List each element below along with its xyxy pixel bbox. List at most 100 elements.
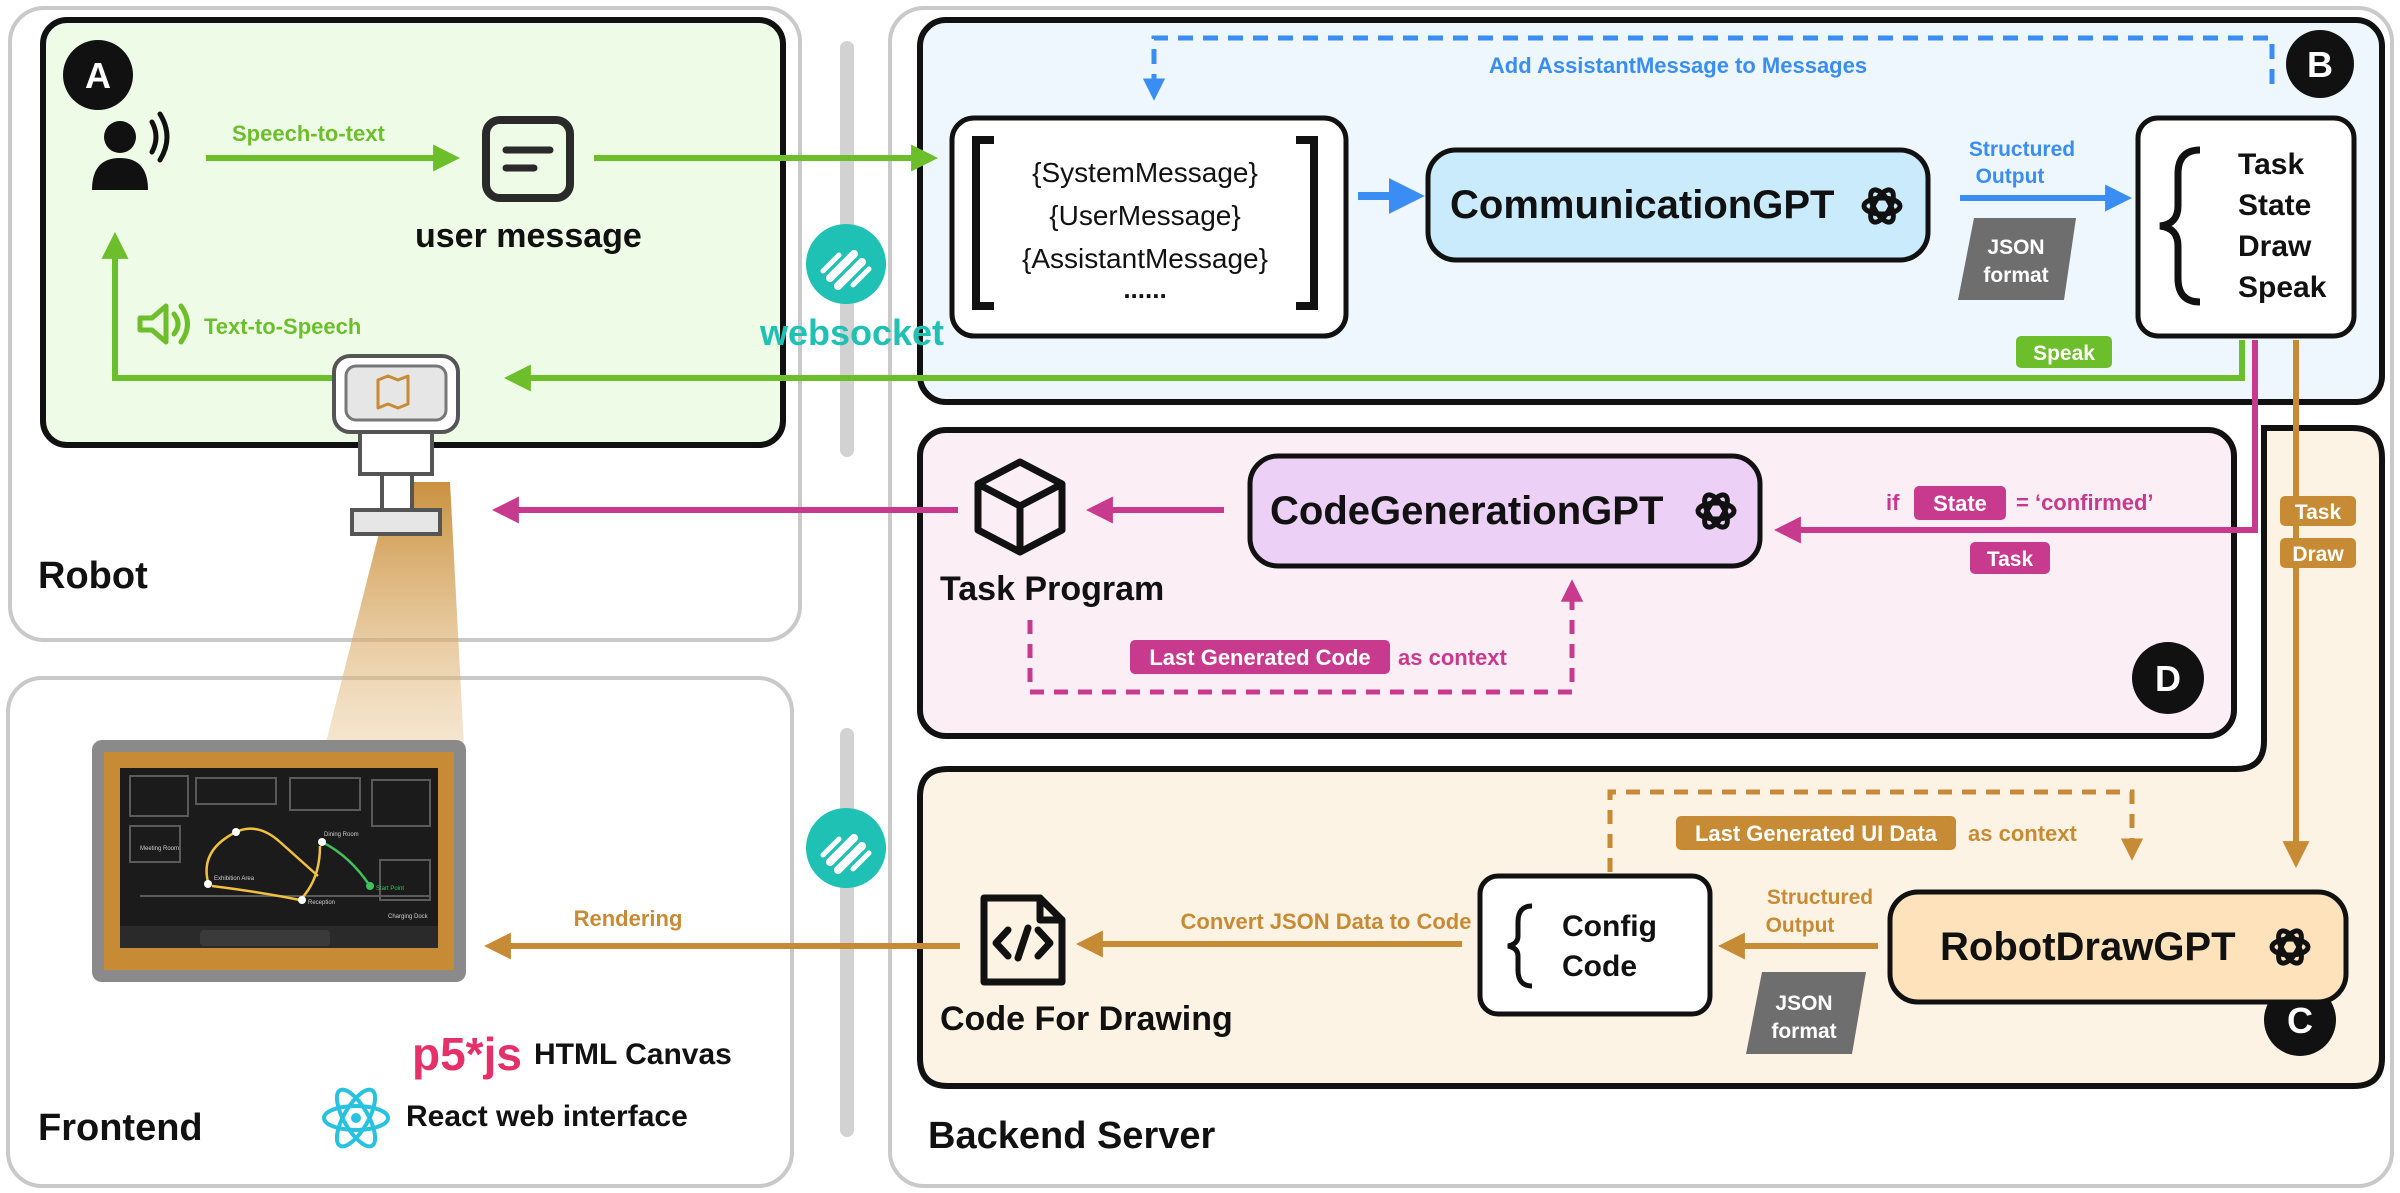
draw-as-context-label: as context — [1968, 821, 2077, 846]
messages-ellipsis: ...... — [1123, 274, 1166, 304]
add-assistant-message-arrow — [1142, 35, 2275, 101]
config-code-box — [1477, 873, 1713, 1017]
user-message-text: {UserMessage} — [1049, 200, 1240, 231]
badge-b-label: B — [2307, 44, 2333, 85]
speak-tag-label: Speak — [2033, 342, 2095, 365]
task-tag-pink — [1970, 542, 2050, 574]
speak-return-arrow — [503, 340, 2245, 392]
config-code-brace — [1507, 903, 1533, 989]
badge-a — [63, 40, 133, 110]
p5js-logo: p5*js — [412, 1028, 522, 1080]
structured-output-keys-box — [2135, 115, 2357, 339]
projected-map-screen: Exhibition Area Reception Charging Dock … — [92, 740, 466, 982]
draw-json-format-line1: JSON — [1775, 992, 1832, 1015]
badge-d-label: D — [2155, 658, 2181, 699]
draw-tag-brown — [2280, 538, 2356, 568]
codegenerationgpt-box — [1247, 453, 1763, 569]
map-label-dining: Dining Room — [324, 832, 359, 838]
output-key-draw: Draw — [2238, 230, 2312, 263]
communicationgpt-box — [1425, 147, 1931, 263]
robotdrawgpt-box — [1887, 889, 2349, 1005]
draw-json-format-line2: format — [1771, 1020, 1836, 1043]
speech-to-text-label: Speech-to-text — [232, 121, 385, 146]
user-message-label: user message — [415, 217, 642, 255]
backend-section-label: Backend Server — [928, 1115, 1215, 1157]
badge-a-label: A — [85, 55, 111, 96]
map-label-exhibition: Exhibition Area — [214, 876, 255, 882]
task-tag-brown — [2280, 496, 2356, 526]
robot-section-label: Robot — [38, 555, 148, 597]
websocket-label: websocket — [759, 312, 944, 353]
comm-json-format-line1: JSON — [1987, 236, 2044, 259]
system-message-text: {SystemMessage} — [1032, 157, 1258, 188]
task-program-label: Task Program — [940, 570, 1164, 608]
last-generated-code-loop — [1027, 579, 1584, 695]
frontend-section-label: Frontend — [38, 1107, 203, 1149]
messages-right-bracket — [1296, 136, 1318, 310]
communicationgpt-label: CommunicationGPT — [1450, 183, 1834, 227]
draw-json-format-tag — [1746, 972, 1866, 1054]
html-canvas-label: HTML Canvas — [534, 1038, 732, 1071]
task-tag-brown-label: Task — [2295, 501, 2342, 524]
comm-json-format-tag — [1958, 218, 2076, 300]
codegenerationgpt-label: CodeGenerationGPT — [1270, 489, 1663, 533]
react-web-interface-label: React web interface — [406, 1100, 688, 1133]
state-to-codegen-arrow — [1773, 340, 2258, 544]
draw-structured-output-line1: Structured — [1767, 886, 1873, 909]
comm-structured-output-line1: Structured — [1969, 138, 2075, 161]
openai-icon-comm — [1861, 187, 1903, 225]
condition-if-text: if — [1886, 490, 1900, 515]
code-file-icon — [980, 894, 1066, 986]
config-line: Config — [1562, 910, 1657, 943]
task-program-cube-icon — [974, 458, 1066, 556]
condition-value-text: = ‘confirmed’ — [2016, 490, 2154, 515]
state-tag-label: State — [1933, 491, 1987, 516]
last-ui-data-tag — [1676, 816, 1956, 850]
message-icon — [482, 116, 574, 202]
projection-beam — [320, 482, 465, 766]
assistant-message-text: {AssistantMessage} — [1022, 243, 1268, 274]
openai-icon-draw — [2269, 928, 2311, 966]
comm-json-format-line2: format — [1983, 264, 2048, 287]
badge-c-label: C — [2287, 1000, 2313, 1041]
comm-structured-output-line2: Output — [1976, 165, 2045, 188]
websocket-icon-top — [806, 224, 886, 304]
output-key-task: Task — [2238, 148, 2304, 181]
task-tag-pink-label: Task — [1987, 548, 2034, 571]
output-keys-brace — [2159, 146, 2201, 306]
map-label-start: Start Point — [376, 886, 404, 892]
code-for-drawing-label: Code For Drawing — [940, 1000, 1233, 1038]
badge-d — [2132, 642, 2204, 714]
badge-b — [2286, 30, 2354, 98]
codegen-as-context-label: as context — [1398, 645, 1507, 670]
output-key-state: State — [2238, 189, 2311, 222]
websocket-icon-bottom — [806, 808, 886, 888]
projector-robot-icon — [332, 354, 460, 536]
draw-structured-output-line2: Output — [1766, 914, 1835, 937]
speaker-to-user-arrow — [101, 231, 332, 381]
messages-box — [949, 115, 1349, 339]
map-label-meeting: Meeting Room — [140, 846, 179, 852]
react-icon — [322, 1087, 390, 1149]
last-generated-code-tag — [1130, 640, 1390, 674]
map-label-charging: Charging Dock — [388, 914, 429, 920]
state-tag — [1914, 486, 2006, 520]
speak-tag — [2016, 336, 2112, 368]
add-assistant-message-label: Add AssistantMessage to Messages — [1489, 53, 1867, 78]
last-generated-code-tag-label: Last Generated Code — [1149, 645, 1370, 670]
robotdrawgpt-label: RobotDrawGPT — [1940, 925, 2236, 969]
speaker-icon — [137, 303, 190, 345]
convert-json-label: Convert JSON Data to Code — [1181, 909, 1472, 934]
last-ui-data-loop — [1607, 789, 2144, 872]
messages-left-bracket — [972, 136, 994, 310]
code-line: Code — [1562, 950, 1637, 983]
draw-tag-brown-label: Draw — [2292, 543, 2344, 566]
speaking-user-icon — [92, 111, 170, 190]
map-label-reception: Reception — [308, 900, 335, 906]
last-ui-data-tag-label: Last Generated UI Data — [1695, 821, 1938, 846]
rendering-label: Rendering — [574, 906, 683, 931]
output-key-speak: Speak — [2238, 271, 2327, 304]
text-to-speech-label: Text-to-Speech — [204, 314, 361, 339]
openai-icon-codegen — [1695, 492, 1737, 530]
